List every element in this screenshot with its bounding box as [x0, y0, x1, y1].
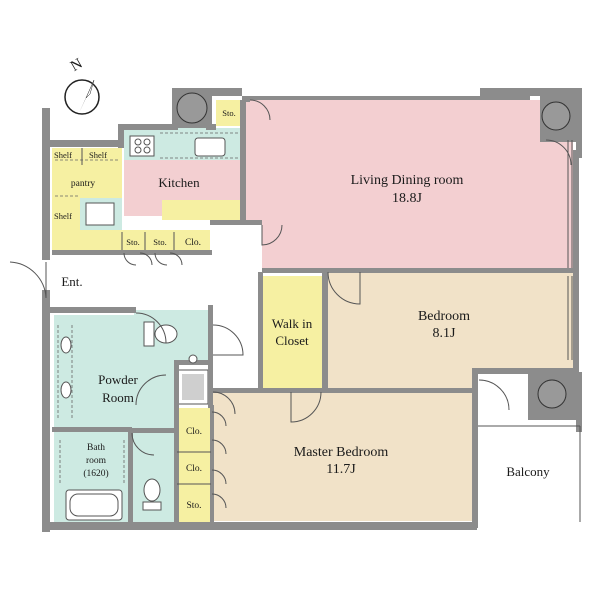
kitchen-name: Kitchen — [158, 175, 200, 190]
balcony-name: Balcony — [506, 464, 550, 479]
bedroom — [327, 272, 573, 390]
compass: N — [64, 56, 100, 115]
sto-label-1: Sto. — [126, 237, 139, 247]
shelf-label-2: Shelf — [89, 150, 107, 160]
clo-label-top: Clo. — [185, 238, 201, 248]
column-balcony — [528, 374, 580, 420]
bath-line2: room — [86, 456, 107, 466]
master-size: 11.7J — [326, 462, 356, 477]
closet-column — [177, 408, 211, 522]
toilet-upper — [143, 321, 198, 364]
walkin-line2: Closet — [275, 333, 309, 348]
pantry-sink — [85, 202, 115, 226]
top-sto-label: Sto. — [222, 108, 235, 118]
entrance-name: Ent. — [61, 274, 82, 289]
door-swings — [9, 99, 572, 509]
walkin-line1: Walk in — [272, 316, 313, 331]
clo-label-1: Clo. — [186, 427, 202, 437]
living-dining-room — [244, 100, 573, 272]
living-room-size: 18.8J — [392, 191, 423, 206]
toilet-lower — [142, 478, 162, 511]
pantry-name: pantry — [71, 179, 96, 189]
column-top-left — [172, 88, 212, 128]
master-bedroom — [212, 393, 472, 521]
powder-line2: Room — [102, 390, 134, 405]
powder-line1: Powder — [98, 372, 138, 387]
walk-in-closet — [262, 276, 324, 388]
windows — [478, 140, 581, 522]
storage-dividers — [81, 148, 211, 485]
kitchen-fixtures — [129, 132, 238, 159]
bedroom-size: 8.1J — [433, 326, 457, 341]
shelf-label-3: Shelf — [54, 211, 72, 221]
sto-label-3: Sto. — [186, 501, 201, 511]
bath-line1: Bath — [87, 443, 105, 453]
bath-line3: (1620) — [83, 468, 108, 479]
bedroom-name: Bedroom — [418, 309, 470, 324]
living-room-name: Living Dining room — [351, 173, 464, 188]
powder-sinks — [57, 325, 73, 420]
storage-band — [52, 230, 210, 250]
master-name: Master Bedroom — [294, 445, 389, 460]
sto-label-2: Sto. — [153, 237, 166, 247]
top-storage — [216, 100, 242, 126]
shelf-label-1: Shelf — [54, 150, 72, 160]
compass-north-label: N — [68, 56, 86, 75]
kitchen-lower-storage — [162, 200, 240, 220]
column-top-right — [540, 96, 580, 142]
bathtub — [59, 440, 125, 521]
clo-label-2: Clo. — [186, 464, 202, 474]
